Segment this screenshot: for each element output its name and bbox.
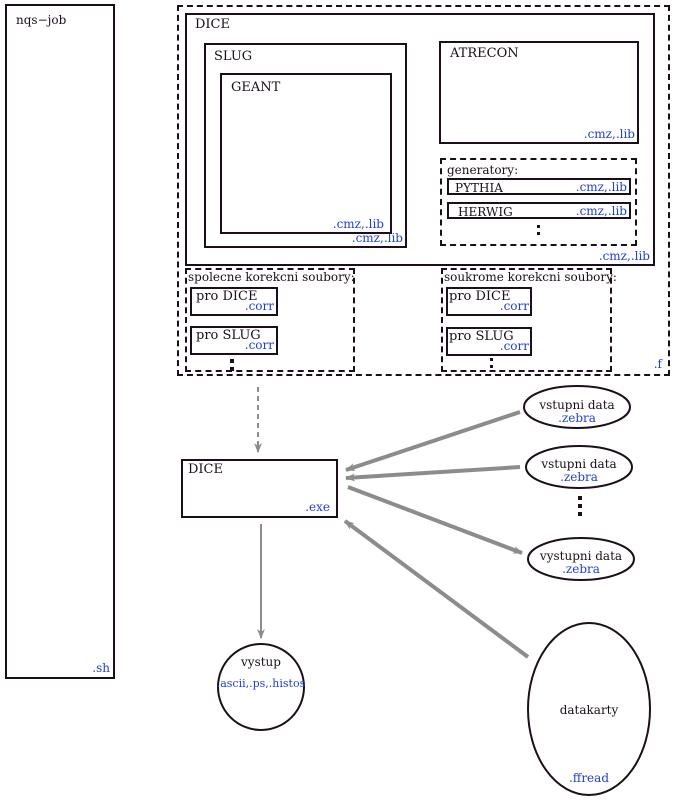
datacards-ext: .ffread bbox=[568, 771, 609, 785]
correction-file: pro DICE .corr bbox=[190, 287, 278, 316]
input-data-ext: .zebra bbox=[558, 411, 596, 425]
dice-library-title: DICE bbox=[195, 17, 230, 32]
dice-executable-ext: .exe bbox=[305, 500, 330, 514]
generator-item: PYTHIA .cmz,.lib bbox=[447, 178, 631, 195]
dice-library-ext: .cmz,.lib bbox=[598, 249, 650, 263]
generator-ext: .cmz,.lib bbox=[575, 204, 627, 218]
geant-title: GEANT bbox=[231, 80, 281, 95]
output-label: vystup bbox=[241, 655, 281, 669]
input-data-label: vstupni data bbox=[541, 457, 617, 471]
correction-ext: .corr bbox=[499, 299, 529, 313]
correction-label: pro SLUG bbox=[196, 328, 261, 343]
output-ext: .ascii,.ps,.histos bbox=[216, 677, 306, 690]
correction-file: pro SLUG .corr bbox=[190, 326, 278, 355]
output-data-arrow bbox=[347, 485, 523, 555]
output-node: vystup .ascii,.ps,.histos bbox=[216, 655, 306, 691]
correction-file: pro SLUG .corr bbox=[446, 327, 532, 356]
input-data-label: vstupni data bbox=[539, 398, 615, 412]
correction-ext: .corr bbox=[499, 339, 529, 353]
datacards-arrow bbox=[343, 519, 530, 659]
correction-label: pro DICE bbox=[449, 289, 511, 304]
generator-item: HERWIG .cmz,.lib bbox=[447, 202, 631, 219]
nqs-job-box: nqs−job .sh bbox=[5, 4, 115, 679]
generator-ext: .cmz,.lib bbox=[575, 180, 627, 194]
correction-ext: .corr bbox=[244, 338, 274, 352]
dice-library-box: DICE .cmz,.lib bbox=[185, 13, 655, 266]
generators-box: generatory: bbox=[440, 158, 637, 246]
input-arrow bbox=[345, 465, 521, 482]
input-data-ext: .zebra bbox=[560, 470, 598, 484]
dice-executable-title: DICE bbox=[188, 462, 223, 477]
output-data-node: vystupni data .zebra bbox=[528, 550, 634, 576]
output-data-label: vystupni data bbox=[539, 549, 623, 563]
nqs-job-ext: .sh bbox=[92, 661, 110, 675]
dice-executable-box: DICE .exe bbox=[181, 459, 338, 518]
private-corrections-title: soukrome korekcni soubory: bbox=[444, 270, 617, 284]
correction-file: pro DICE .corr bbox=[446, 287, 532, 316]
more-generators-ellipsis bbox=[537, 225, 541, 239]
input-arrow bbox=[345, 410, 521, 472]
slug-box: SLUG .cmz,.lib bbox=[204, 43, 407, 248]
slug-title: SLUG bbox=[214, 49, 253, 64]
nqs-job-title: nqs−job bbox=[16, 13, 67, 27]
geant-ext: .cmz,.lib bbox=[332, 217, 384, 231]
private-corrections-box: soukrome korekcni soubory: bbox=[441, 268, 617, 372]
atrecon-ext: .cmz,.lib bbox=[583, 127, 635, 141]
shared-corrections-box: spolecne korekcni soubory: bbox=[185, 268, 355, 372]
source-package-ext: .f bbox=[653, 357, 662, 371]
source-package-box: .f bbox=[177, 5, 670, 376]
correction-label: pro SLUG bbox=[449, 329, 514, 344]
correction-ext: .corr bbox=[244, 299, 274, 313]
more-private-corrections-ellipsis bbox=[490, 358, 494, 372]
datacards-label: datakarty bbox=[559, 703, 619, 717]
generator-label: PYTHIA bbox=[455, 181, 503, 195]
more-inputs-ellipsis bbox=[578, 496, 582, 520]
atrecon-title: ATRECON bbox=[450, 46, 519, 61]
input-data-node: vstupni data .zebra bbox=[526, 458, 632, 484]
generators-title: generatory: bbox=[447, 163, 519, 177]
datacards-node: datakarty bbox=[530, 704, 648, 717]
more-shared-corrections-ellipsis bbox=[230, 359, 234, 375]
slug-ext: .cmz,.lib bbox=[351, 231, 403, 245]
shared-corrections-title: spolecne korekcni soubory: bbox=[188, 270, 355, 284]
generator-label: HERWIG bbox=[458, 205, 513, 219]
correction-label: pro DICE bbox=[196, 289, 258, 304]
geant-box: GEANT .cmz,.lib bbox=[220, 73, 392, 234]
output-data-ext: .zebra bbox=[562, 562, 600, 576]
input-data-node: vstupni data .zebra bbox=[524, 399, 630, 425]
atrecon-box: ATRECON .cmz,.lib bbox=[439, 41, 639, 144]
